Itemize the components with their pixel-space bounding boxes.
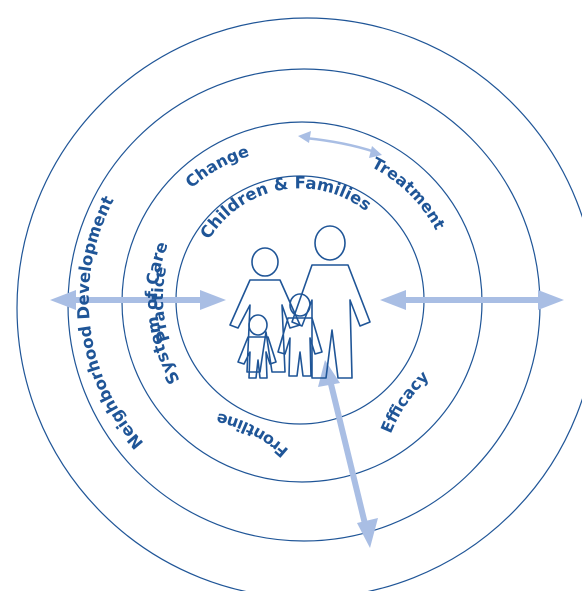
right-double-arrow-icon [380,290,564,310]
curved-small-arrow-icon [298,131,382,158]
diagonal-double-arrow-icon [318,360,378,548]
rings [16,17,582,596]
label-change: Change [182,141,252,191]
left-double-arrow-icon [50,290,226,310]
arrows [50,131,564,548]
ring-outermost [16,17,582,596]
label-treatment: Treatment [369,153,449,233]
family-icon [229,225,371,379]
label-frontline: Frontline [214,409,292,461]
label-efficacy: Efficacy [377,367,433,436]
ring-label-children-families: Children & Families [196,173,375,242]
